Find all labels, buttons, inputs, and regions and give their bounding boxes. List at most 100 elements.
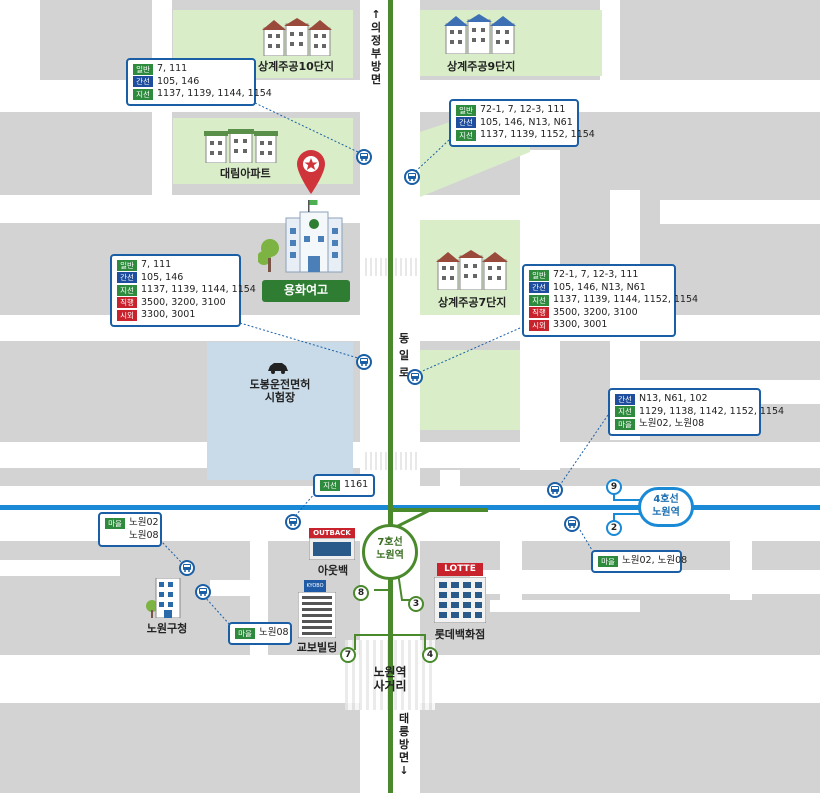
exit-3[interactable]: 3 <box>408 596 424 612</box>
bus-route-row: 마을 노원02, 노원08 <box>598 555 687 568</box>
bus-type-badge: 시외 <box>117 309 137 321</box>
bus-stop-icon[interactable] <box>564 516 580 532</box>
direction-uijeongbu: ↑ 의정부방면 <box>369 8 383 86</box>
line7-track <box>388 0 393 793</box>
bus-route-numbers: 1137, 1139, 1144, 1154 <box>157 88 272 99</box>
direction-uijeongbu-text: 의정부방면 <box>370 21 382 86</box>
line4-track <box>0 505 820 510</box>
road-name-text: 동일로 <box>398 332 410 379</box>
bus-route-numbers: 72-1, 7, 12-3, 111 <box>480 104 566 115</box>
bus-type-badge: 일반 <box>133 63 153 75</box>
crosswalk <box>365 258 387 276</box>
bus-stop-icon[interactable] <box>356 149 372 165</box>
bus-type-badge: 마을 <box>615 418 635 430</box>
government-building-icon <box>146 578 181 618</box>
bus-route-numbers: 1137, 1139, 1152, 1154 <box>480 129 595 140</box>
crosswalk <box>395 452 417 470</box>
bus-stop-icon[interactable] <box>404 169 420 185</box>
crosswalk <box>365 452 387 470</box>
exit-2[interactable]: 2 <box>606 520 622 536</box>
arrow-down-icon: ↓ <box>399 764 409 777</box>
label-dobong-l1: 도봉운전면허 <box>249 378 311 391</box>
bus-route-numbers: 1129, 1138, 1142, 1152, 1154 <box>639 405 785 417</box>
exit-9[interactable]: 9 <box>606 479 622 495</box>
line4-station <box>638 487 694 527</box>
bus-route-row: 일반 72-1, 7, 12-3, 111 <box>456 104 572 117</box>
bus-info-box: 마을노원02마을노원08 <box>98 512 162 547</box>
crossroad-name: 노원역 <box>373 665 407 679</box>
park-area <box>420 350 520 430</box>
bus-info-box: 지선 1161 <box>313 474 375 497</box>
bus-info-box: 일반 72-1, 7, 12-3, 111 간선 105, 146, N13, N61… <box>449 99 595 147</box>
bus-stop-icon[interactable] <box>179 560 195 576</box>
bus-type-badge: 직행 <box>117 297 137 309</box>
bus-route-numbers: 3500, 3200, 3100 <box>141 296 226 308</box>
bus-type-badge: 지선 <box>456 129 476 141</box>
road <box>500 525 522 610</box>
bus-type-badge: 마을 <box>598 555 618 567</box>
bus-type-badge: 지선 <box>320 479 340 491</box>
location-pin-icon <box>297 150 325 194</box>
bus-route-numbers: 3500, 3200, 3100 <box>553 306 638 318</box>
bus-route-numbers: 1137, 1139, 1144, 1154 <box>141 284 256 295</box>
line7-station-sub: 노원역 <box>376 550 404 561</box>
label-lotte: 롯데백화점 <box>434 628 486 641</box>
exit-7[interactable]: 7 <box>340 647 356 663</box>
label-yonghwa: 용화여고 <box>283 283 329 297</box>
exit-4[interactable]: 4 <box>422 647 438 663</box>
arrow-up-icon: ↑ <box>371 8 381 21</box>
bus-route-numbers: 105, 146, N13, N61 <box>480 116 573 128</box>
destination-label <box>262 280 350 302</box>
bus-route-numbers: 노원02 <box>129 517 159 528</box>
bus-type-badge: 마을 <box>105 517 125 529</box>
bus-route-numbers: 노원02, 노원08 <box>622 555 688 566</box>
road <box>440 470 460 530</box>
bus-type-badge: 일반 <box>529 269 549 281</box>
direction-taereung-text: 태릉방면 <box>398 712 410 764</box>
bus-stop-icon[interactable] <box>547 482 563 498</box>
bus-type-badge: 간선 <box>456 117 476 129</box>
road <box>600 0 620 90</box>
bus-info-box: 마을 노원02, 노원08 <box>591 550 687 573</box>
lotte-building-icon <box>434 577 486 623</box>
bus-route-numbers: 1161 <box>344 479 369 490</box>
bus-type-badge: 간선 <box>133 76 153 88</box>
road <box>0 0 40 80</box>
exit-8[interactable]: 8 <box>353 585 369 601</box>
bus-type-badge: 간선 <box>615 393 635 405</box>
bus-route-row: 마을 노원02 <box>105 517 159 530</box>
bus-type-badge: 일반 <box>456 104 476 116</box>
crossroad-sub: 사거리 <box>373 679 407 693</box>
outback-building-icon <box>309 538 355 560</box>
road <box>490 600 640 612</box>
road <box>0 560 120 576</box>
bus-route-numbers: 3300, 3001 <box>141 309 196 320</box>
bus-stop-icon[interactable] <box>285 514 301 530</box>
bus-stop-icon[interactable] <box>407 369 423 385</box>
bus-route-numbers: N13, N61, 102 <box>639 393 708 404</box>
bus-stop-icon[interactable] <box>195 584 211 600</box>
line7-station <box>362 524 418 580</box>
apartment-icon <box>262 18 332 56</box>
bus-route-numbers: 105, 146 <box>141 271 184 283</box>
line4-station-sub: 노원역 <box>652 507 680 518</box>
apartment-icon <box>436 250 508 290</box>
road <box>470 570 820 594</box>
road <box>0 195 545 223</box>
bus-stop-icon[interactable] <box>356 354 372 370</box>
